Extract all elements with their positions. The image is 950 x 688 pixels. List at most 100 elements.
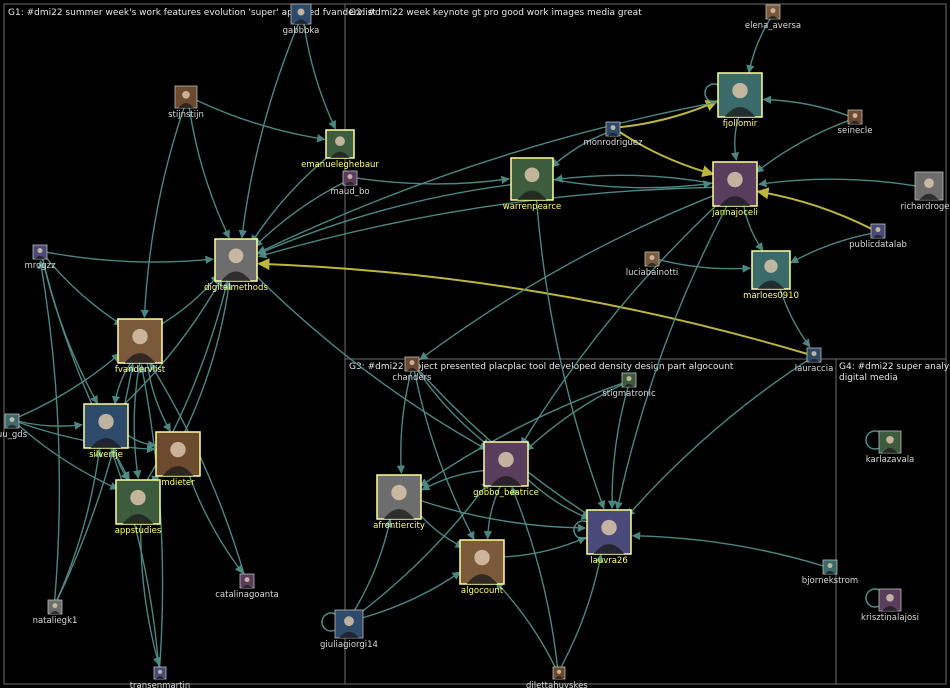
node-mrogzz[interactable]: mrogzz xyxy=(24,244,56,271)
avatar-body-elena_aversa xyxy=(768,15,778,19)
avatar-body-transenmartin xyxy=(155,676,165,679)
node-mdieter[interactable]: mdieter xyxy=(155,431,201,488)
avatar-body-gabbbka xyxy=(294,19,308,24)
avatar-head-seinecle xyxy=(852,113,858,119)
edge-uu_gds-silvertje xyxy=(18,420,83,430)
avatar-body-karlazavala xyxy=(882,448,898,453)
edge-appstudies-transenmartin xyxy=(140,523,161,666)
node-emanueleghebaur[interactable]: emanueleghebaur xyxy=(301,129,379,170)
node-dilettahuyskes_[interactable]: dilettahuyskes_ xyxy=(526,666,593,688)
node-stijnstijn[interactable]: stijnstijn xyxy=(168,85,204,120)
node-label-gabbbka: gabbbka xyxy=(283,26,320,36)
node-fjollomir[interactable]: fjollomir xyxy=(717,72,763,129)
edge-chanders-gobbo_beatrice xyxy=(416,368,491,448)
node-lauraccia[interactable]: lauraccia xyxy=(795,347,834,374)
node-elena_aversa[interactable]: elena_aversa xyxy=(745,4,801,31)
edge-dilettahuyskes_-gobbo_beatrice xyxy=(510,486,559,668)
edge-dilettahuyskes_-algocount xyxy=(495,581,557,669)
avatar-head-emanueleghebaur xyxy=(335,136,345,147)
edge-giuliagiorgi14-algocount xyxy=(361,571,461,619)
node-bjornekstrom[interactable]: bjornekstrom xyxy=(802,559,858,586)
node-label-nataliegk1: nataliegk1 xyxy=(33,616,78,626)
node-catalinagoanta[interactable]: catalinagoanta xyxy=(215,573,279,600)
node-label-seinecle: seinecle xyxy=(838,126,873,136)
edge-silvertje-digitalmethods xyxy=(119,277,223,410)
avatar-body-richardrogers xyxy=(919,193,939,200)
edge-nataliegk1-mrogzz xyxy=(37,260,61,601)
edge-jannajoceli-warrenpearce xyxy=(554,174,714,185)
avatar-head-luciabainotti xyxy=(649,255,655,261)
avatar-body-mdieter xyxy=(162,466,194,476)
avatar-body-afrontiercity xyxy=(383,509,415,519)
edge-stijnstijn-digitalmethods xyxy=(188,107,230,239)
node-label-marloes0910: marloes0910 xyxy=(743,291,799,301)
edge-seinecle-fjollomir xyxy=(762,95,849,117)
avatar-body-gobbo_beatrice xyxy=(490,476,522,486)
edge-afrontiercity-lauvra26 xyxy=(420,499,587,533)
edge-mdieter-digitalmethods xyxy=(183,281,233,434)
node-warrenpearce[interactable]: warrenpearce xyxy=(503,157,561,212)
node-transenmartin[interactable]: transenmartin xyxy=(130,666,191,688)
edge-monrodriguez-jannajoceli xyxy=(618,131,715,178)
edge-fvandervlist-mdieter xyxy=(146,361,171,432)
avatar-head-jannajoceli xyxy=(727,171,743,188)
avatar-head-warrenpearce xyxy=(524,167,540,183)
node-digitalmethods[interactable]: digitalmethods xyxy=(204,238,268,293)
node-afrontiercity[interactable]: afrontiercity xyxy=(373,474,425,531)
node-uu_gds[interactable]: uu_gds xyxy=(0,413,28,440)
node-nataliegk1[interactable]: nataliegk1 xyxy=(33,599,78,626)
node-gobbo_beatrice[interactable]: gobbo_beatrice xyxy=(473,441,539,498)
node-marloes0910[interactable]: marloes0910 xyxy=(743,250,799,301)
node-lauvra26[interactable]: lauvra26 xyxy=(586,509,632,566)
node-luciabainotti[interactable]: luciabainotti xyxy=(626,251,679,278)
avatar-body-jannajoceli xyxy=(719,196,751,206)
node-maud_bo[interactable]: maud_bo xyxy=(330,170,370,197)
node-label-uu_gds: uu_gds xyxy=(0,430,28,440)
edge-digitalmethods-gobbo_beatrice xyxy=(252,272,488,451)
node-label-bjornekstrom: bjornekstrom xyxy=(802,576,858,586)
node-appstudies[interactable]: appstudies xyxy=(115,479,162,536)
edge-lauraccia-digitalmethods xyxy=(257,258,808,355)
avatar-head-catalinagoanta xyxy=(244,577,250,583)
avatar-body-marloes0910 xyxy=(757,280,785,289)
node-monrodriguez[interactable]: monrodriguez xyxy=(583,121,643,148)
node-silvertje[interactable]: silvertje xyxy=(83,403,129,460)
avatar-head-karlazavala xyxy=(886,435,894,444)
avatar-body-bjornekstrom xyxy=(825,570,835,574)
edge-marloes0910-lauraccia xyxy=(778,286,811,348)
edge-maud_bo-digitalmethods xyxy=(254,181,345,248)
node-seinecle[interactable]: seinecle xyxy=(838,109,873,136)
node-publicdatalab[interactable]: publicdatalab xyxy=(849,223,907,250)
edge-publicdatalab-marloes0910 xyxy=(789,232,872,264)
node-krisztinalajosi[interactable]: krisztinalajosi xyxy=(861,588,919,623)
node-chanders[interactable]: chanders xyxy=(392,356,432,383)
node-gabbbka[interactable]: gabbbka xyxy=(283,3,320,36)
node-richardrogers[interactable]: richardrogers xyxy=(901,171,950,212)
node-algocount[interactable]: algocount xyxy=(459,539,505,596)
node-label-fvandervlist: fvandervlist xyxy=(115,365,166,375)
node-jannajoceli[interactable]: jannajoceli xyxy=(711,161,758,218)
edge-jannajoceli-chanders xyxy=(419,194,717,361)
node-label-mdieter: mdieter xyxy=(161,478,195,488)
node-label-stigmatronic: stigmatronic xyxy=(602,389,656,399)
edge-mrogzz-digitalmethods xyxy=(46,251,214,264)
avatar-head-algocount xyxy=(474,549,490,566)
avatar-head-giuliagiorgi14 xyxy=(344,616,354,627)
avatar-head-publicdatalab xyxy=(875,227,881,233)
node-label-mrogzz: mrogzz xyxy=(24,261,56,271)
node-giuliagiorgi14[interactable]: giuliagiorgi14 xyxy=(320,609,378,650)
avatar-head-lauraccia xyxy=(811,351,817,357)
group-box-g4 xyxy=(835,358,947,685)
avatar-body-stijnstijn xyxy=(178,103,194,108)
node-stigmatronic[interactable]: stigmatronic xyxy=(602,372,656,399)
edge-bjornekstrom-lauvra26 xyxy=(631,531,824,567)
avatar-head-transenmartin xyxy=(157,669,163,674)
node-fvandervlist[interactable]: fvandervlist xyxy=(115,318,166,375)
node-label-richardrogers: richardrogers xyxy=(901,202,950,212)
node-karlazavala[interactable]: karlazavala xyxy=(866,430,915,465)
avatar-body-emanueleghebaur xyxy=(330,151,350,158)
edge-gabbbka-emanueleghebaur xyxy=(303,23,337,130)
edge-jannajoceli-lauvra26 xyxy=(614,204,729,511)
avatar-head-elena_aversa xyxy=(770,8,776,14)
edge-giuliagiorgi14-gobbo_beatrice xyxy=(358,480,490,615)
